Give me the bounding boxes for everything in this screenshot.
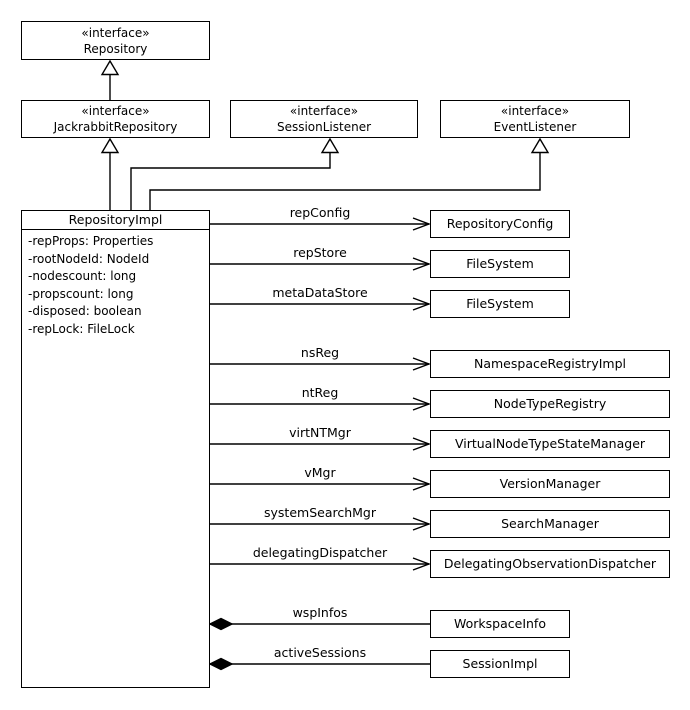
class-attribute: -nodescount: long bbox=[28, 269, 137, 283]
attribute-compartment: -repProps: Properties -rootNodeId: NodeI… bbox=[22, 230, 209, 338]
generalization-triangle-repository bbox=[100, 59, 120, 76]
open-arrowhead-nsreg bbox=[412, 357, 431, 371]
class-box-repositoryconfig: RepositoryConfig bbox=[430, 210, 570, 238]
association-label-delegatingdispatcher: delegatingDispatcher bbox=[252, 545, 388, 560]
open-arrowhead-ntreg bbox=[412, 397, 431, 411]
class-box-workspaceinfo: WorkspaceInfo bbox=[430, 610, 570, 638]
class-box-nodetyperegistry: NodeTypeRegistry bbox=[430, 390, 670, 418]
open-arrowhead-systemsearchmgr bbox=[412, 517, 431, 531]
interface-box-eventlistener: «interface» EventListener bbox=[440, 100, 630, 138]
class-attribute: -repLock: FileLock bbox=[28, 321, 135, 336]
generalization-line-impl-to-eventlistener bbox=[149, 152, 541, 210]
class-box-versionmanager: VersionManager bbox=[430, 470, 670, 498]
generalization-line-impl-to-sessionlistener bbox=[130, 152, 331, 210]
composition-diamond-wspinfos bbox=[208, 617, 234, 631]
open-arrowhead-repstore bbox=[412, 257, 431, 271]
association-label-metadatastore: metaDataStore bbox=[272, 285, 368, 300]
interface-name: JackrabbitRepository bbox=[53, 120, 178, 134]
class-name: RepositoryImpl bbox=[22, 211, 209, 230]
interface-name: EventListener bbox=[493, 120, 577, 134]
association-label-ntreg: ntReg bbox=[301, 385, 339, 400]
generalization-triangle-sessionlistener bbox=[320, 137, 340, 154]
association-label-activesessions: activeSessions bbox=[273, 645, 367, 660]
class-box-filesystem-repstore: FileSystem bbox=[430, 250, 570, 278]
interface-name: SessionListener bbox=[276, 120, 372, 134]
open-arrowhead-delegatingdispatcher bbox=[412, 557, 431, 571]
association-label-repstore: repStore bbox=[293, 245, 347, 260]
association-label-systemsearchmgr: systemSearchMgr bbox=[264, 505, 376, 520]
association-label-virtntmgr: virtNTMgr bbox=[289, 425, 351, 440]
class-attribute: -repProps: Properties bbox=[28, 234, 154, 248]
generalization-triangle-eventlistener bbox=[530, 137, 550, 154]
generalization-triangle-jackrabbit bbox=[100, 137, 120, 154]
class-box-virtualnodetypestatemanager: VirtualNodeTypeStateManager bbox=[430, 430, 670, 458]
stereotype-label: «interface» bbox=[500, 104, 570, 118]
stereotype-label: «interface» bbox=[81, 104, 150, 118]
interface-box-sessionlistener: «interface» SessionListener bbox=[230, 100, 418, 138]
interface-box-repository: «interface» Repository bbox=[21, 21, 210, 60]
class-box-filesystem-metadatastore: FileSystem bbox=[430, 290, 570, 318]
open-arrowhead-repconfig bbox=[412, 217, 431, 231]
association-label-repconfig: repConfig bbox=[289, 205, 351, 220]
stereotype-label: «interface» bbox=[289, 104, 359, 118]
stereotype-label: «interface» bbox=[81, 25, 150, 40]
class-box-searchmanager: SearchManager bbox=[430, 510, 670, 538]
class-attribute: -rootNodeId: NodeId bbox=[28, 251, 150, 266]
class-box-repositoryimpl: RepositoryImpl -repProps: Properties -ro… bbox=[21, 210, 210, 688]
open-arrowhead-metadatastore bbox=[412, 297, 431, 311]
interface-box-jackrabbitrepository: «interface» JackrabbitRepository bbox=[21, 100, 210, 138]
class-box-sessionimpl: SessionImpl bbox=[430, 650, 570, 678]
interface-name: Repository bbox=[83, 41, 148, 56]
class-box-delegatingobservationdispatcher: DelegatingObservationDispatcher bbox=[430, 550, 670, 578]
class-attribute: -propscount: long bbox=[28, 286, 134, 301]
class-box-namespaceregistryimpl: NamespaceRegistryImpl bbox=[430, 350, 670, 378]
association-label-wspinfos: wspInfos bbox=[292, 605, 348, 620]
composition-diamond-activesessions bbox=[208, 657, 234, 671]
association-label-nsreg: nsReg bbox=[300, 345, 340, 360]
association-label-vmgr: vMgr bbox=[304, 465, 336, 480]
open-arrowhead-virtntmgr bbox=[412, 437, 431, 451]
class-attribute: -disposed: boolean bbox=[28, 304, 142, 318]
open-arrowhead-vmgr bbox=[412, 477, 431, 491]
